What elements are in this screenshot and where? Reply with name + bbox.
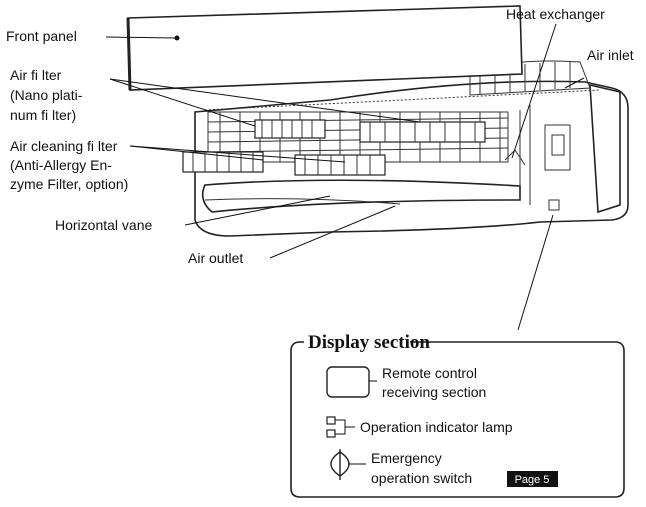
emergency-switch-label-1: Emergency [371, 450, 442, 466]
label-air-cleaning-filter-3: zyme Filter, option) [10, 176, 128, 192]
nano-platinum-filter-blocks [254, 119, 486, 143]
label-front-panel: Front panel [6, 28, 77, 44]
display-section-box: Display section Remote control receiving… [290, 332, 625, 498]
unit-casing [194, 80, 629, 237]
display-window [548, 199, 560, 211]
internal-components [504, 105, 571, 205]
indoor-unit-illustration [126, 5, 629, 237]
page-ref-text[interactable]: Page 5 [515, 474, 550, 486]
emergency-switch-label-2: operation switch [371, 470, 472, 486]
air-outlet-lip [204, 198, 401, 205]
label-heat-exchanger: Heat exchanger [506, 6, 605, 22]
label-air-filter-2: (Nano plati- [10, 87, 83, 103]
indicator-lamp-icon [326, 416, 355, 438]
label-air-outlet: Air outlet [188, 250, 243, 266]
remote-control-label-2: receiving section [382, 384, 486, 400]
label-air-cleaning-filter-1: Air cleaning fi lter [10, 138, 118, 154]
remote-control-label-1: Remote control [382, 365, 477, 381]
unit-side-panel [589, 83, 621, 214]
display-section-title: Display section [308, 332, 430, 353]
label-horizontal-vane: Horizontal vane [55, 217, 152, 233]
label-air-filter-3: num fi lter) [10, 107, 76, 123]
remote-receiver-icon [326, 366, 370, 398]
label-air-filter-1: Air fi lter [10, 67, 62, 83]
label-air-inlet: Air inlet [587, 47, 634, 63]
front-panel-shape [126, 5, 523, 91]
page-ref-badge[interactable] [507, 471, 558, 487]
air-cleaning-filter-blocks [182, 151, 386, 176]
leader-lines [105, 23, 585, 331]
label-air-cleaning-filter-2: (Anti-Allergy En- [10, 157, 112, 173]
horizontal-vane-shape [201, 179, 521, 213]
emergency-switch-icon [330, 449, 366, 480]
operation-lamp-label: Operation indicator lamp [360, 419, 513, 435]
